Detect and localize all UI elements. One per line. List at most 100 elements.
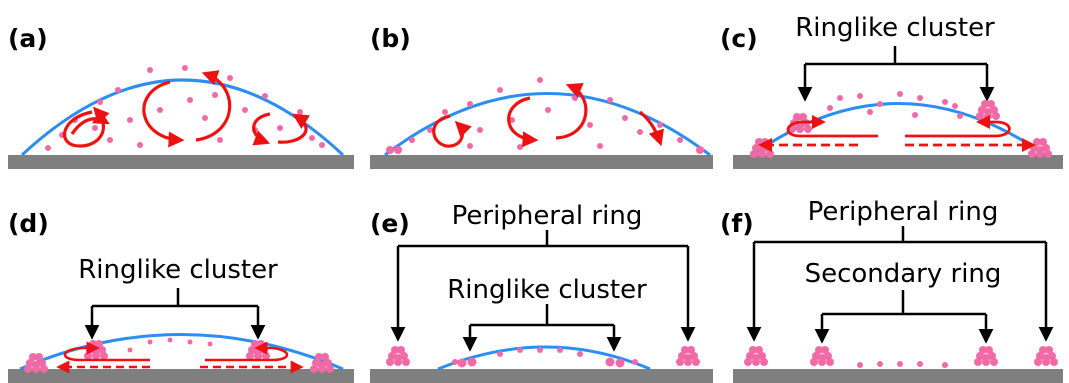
bracket-d — [84, 288, 266, 340]
particle — [827, 105, 833, 111]
particle — [749, 346, 757, 354]
particle — [497, 87, 503, 93]
particle — [867, 109, 873, 115]
particle — [760, 358, 768, 366]
particle — [1028, 150, 1036, 158]
particle — [147, 67, 153, 73]
particle — [207, 341, 213, 347]
flow-arrow — [432, 114, 472, 148]
particle — [587, 122, 593, 128]
particle — [277, 125, 283, 131]
flow-arrow — [195, 70, 232, 142]
particle — [262, 93, 268, 99]
particle — [24, 365, 32, 373]
particle — [182, 65, 188, 71]
particle — [397, 346, 405, 354]
particle — [684, 358, 692, 366]
particle — [992, 112, 1000, 120]
particle — [1042, 358, 1050, 366]
particle — [821, 346, 829, 354]
particle — [810, 358, 818, 366]
particle — [984, 112, 992, 120]
particle — [217, 137, 223, 143]
particle — [758, 150, 766, 158]
particle — [167, 337, 173, 343]
particle — [826, 358, 834, 366]
particle — [97, 99, 103, 105]
particle — [857, 362, 863, 368]
particle — [1033, 138, 1041, 146]
flow-arrow — [638, 110, 664, 147]
particle — [467, 101, 473, 107]
particle — [212, 92, 218, 98]
particle — [917, 95, 923, 101]
particle — [29, 353, 37, 361]
panel-e: (e) Peripheral ring Ringlike cluster — [370, 201, 713, 383]
particle — [467, 357, 477, 367]
droplet-outline-b — [384, 92, 711, 157]
panel-label-a: (a) — [8, 24, 48, 53]
particle — [877, 101, 883, 107]
particle — [607, 97, 613, 103]
particle — [637, 129, 643, 135]
particle — [100, 352, 108, 360]
panel-f: (f) Peripheral ring Secondary ring — [720, 197, 1063, 383]
particle — [818, 358, 826, 366]
particle — [457, 358, 467, 368]
particle — [942, 362, 948, 368]
ringlike-cluster-label-c: Ringlike cluster — [795, 13, 995, 43]
flow-arrow — [507, 96, 539, 148]
particle — [942, 99, 948, 105]
flow-arrow — [786, 115, 878, 138]
particle — [752, 358, 760, 366]
particle — [517, 347, 523, 353]
particle — [897, 91, 903, 97]
flow-arrows-a — [63, 70, 311, 148]
particle — [35, 353, 43, 361]
bracket-c — [797, 46, 995, 102]
particle — [1034, 358, 1042, 366]
particle — [127, 117, 133, 123]
particle — [799, 113, 807, 121]
droplet-outline-d — [19, 333, 344, 371]
particle — [597, 143, 603, 149]
substrate-e — [370, 369, 713, 383]
particle — [897, 361, 903, 367]
particle — [32, 365, 40, 373]
particle — [326, 365, 334, 373]
particle — [246, 352, 254, 360]
particle — [147, 339, 153, 345]
particles-e — [386, 346, 700, 368]
particle — [537, 77, 543, 83]
particles-f — [744, 346, 1058, 368]
flow-arrows-c — [758, 115, 1036, 152]
particle — [1036, 150, 1044, 158]
particle — [497, 351, 503, 357]
panel-label-e: (e) — [370, 209, 410, 238]
particle — [157, 107, 163, 113]
particle — [187, 339, 193, 345]
particle — [681, 346, 689, 354]
particle — [976, 112, 984, 120]
particle — [692, 358, 700, 366]
particle — [877, 361, 883, 367]
particle — [242, 107, 248, 113]
secondary-ring-label-f: Secondary ring — [805, 259, 1002, 289]
particle — [509, 117, 515, 123]
panel-label-f: (f) — [720, 209, 754, 238]
particle — [687, 346, 695, 354]
particle — [452, 359, 458, 365]
particle — [92, 125, 98, 131]
particle — [386, 358, 394, 366]
panel-label-c: (c) — [720, 24, 758, 53]
particle — [557, 347, 563, 353]
particle — [755, 138, 763, 146]
panel-label-d: (d) — [8, 209, 49, 238]
bracket-e-outer — [390, 230, 696, 342]
particle — [622, 115, 628, 121]
particle — [981, 100, 989, 108]
particle — [957, 113, 963, 119]
particle — [750, 150, 758, 158]
particle — [402, 358, 410, 366]
